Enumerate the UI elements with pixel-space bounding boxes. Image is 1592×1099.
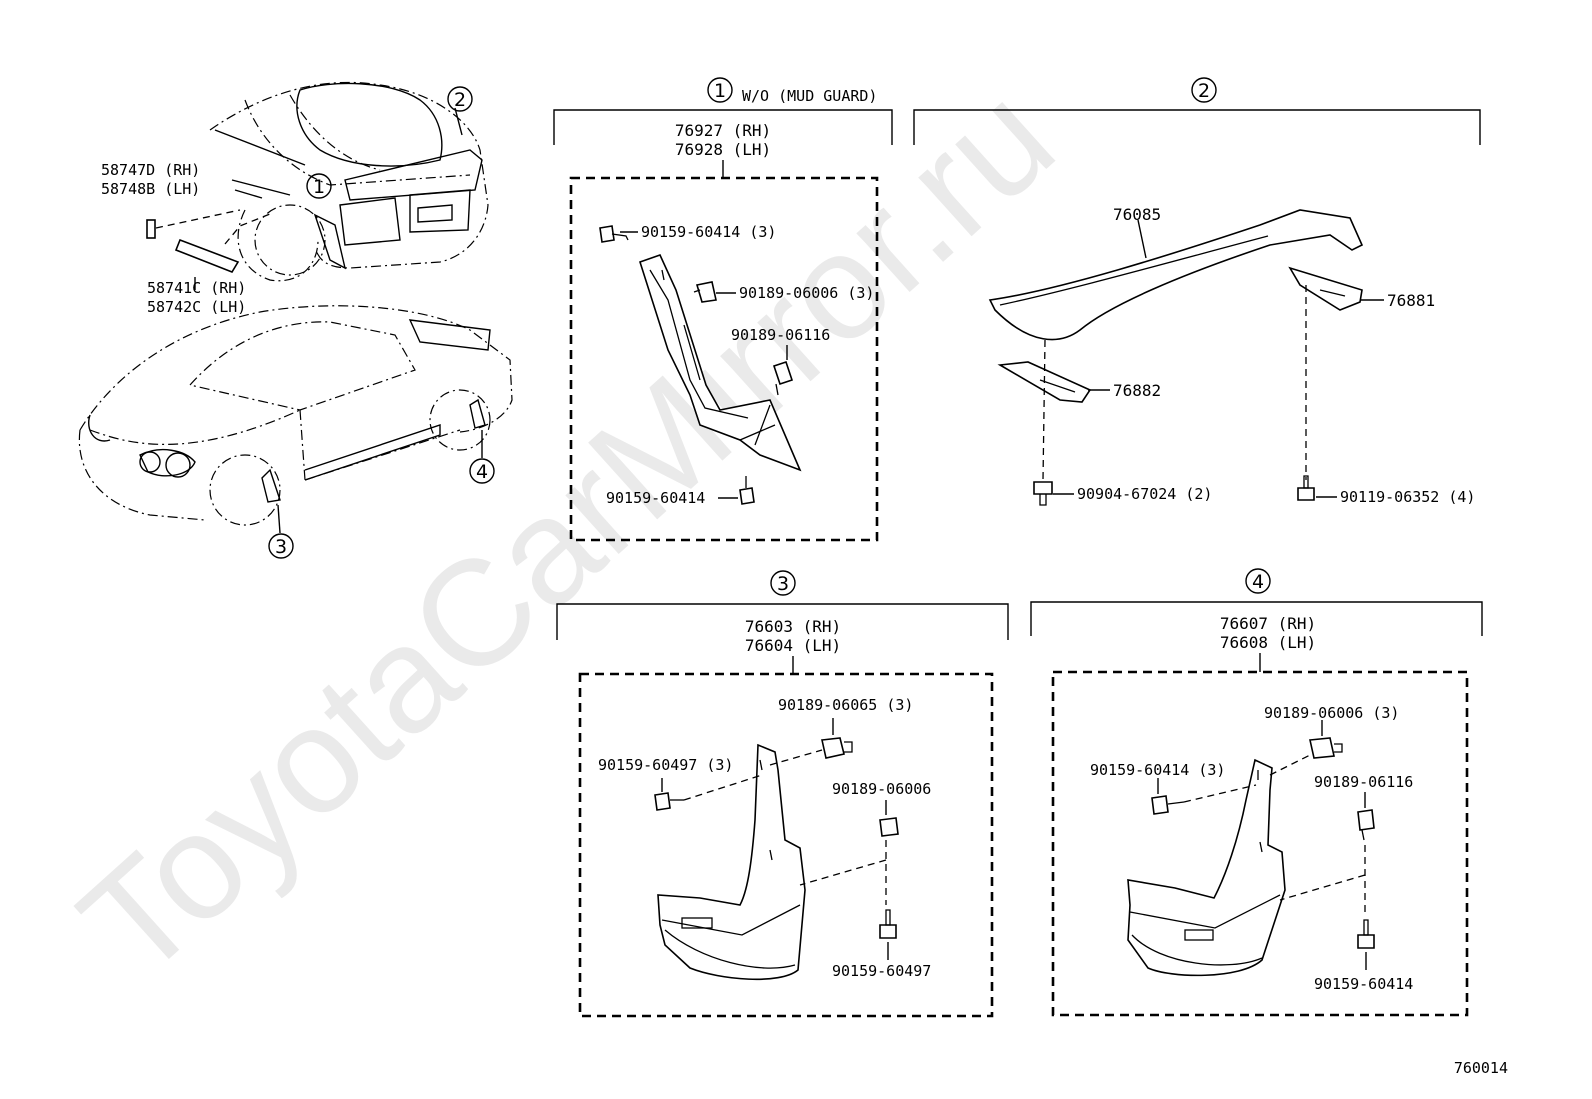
section-1-clip-a-label: 90189-06006 (3) bbox=[739, 284, 874, 302]
section-4-number: 4 bbox=[1252, 571, 1264, 593]
rocker-molding-part bbox=[174, 238, 240, 273]
section-3-screw-left-label: 90159-60497 (3) bbox=[598, 756, 733, 774]
section-3-clip-top-label: 90189-06065 (3) bbox=[778, 696, 913, 714]
section-3-clip-top-icon bbox=[821, 737, 853, 759]
section-3-clip-right-icon bbox=[879, 817, 899, 837]
mudguard-rear-part bbox=[1127, 758, 1286, 977]
section-2-bracket-lh-label: 76882 bbox=[1113, 381, 1161, 400]
section-3-screw-bottom-icon bbox=[879, 909, 897, 939]
clip-a-icon bbox=[693, 281, 717, 303]
bolt-icon bbox=[1297, 475, 1315, 501]
section-4-clip-right-icon bbox=[1357, 809, 1375, 841]
section-3-part-lh: 76604 (LH) bbox=[745, 636, 841, 655]
section-1-part-rh: 76927 (RH) bbox=[675, 121, 771, 140]
side-emblem-label-lh: 58748B (LH) bbox=[101, 180, 200, 198]
section-3: 3 76603 (RH) 76604 (LH) 90189-06065 (3) … bbox=[556, 570, 1009, 1018]
section-1: 1 W/O (MUD GUARD) 76927 (RH) 76928 (LH) … bbox=[553, 77, 893, 542]
section-3-number: 3 bbox=[777, 573, 789, 595]
section-4-screw-bottom-icon bbox=[1357, 919, 1375, 949]
nut-icon bbox=[1033, 481, 1053, 506]
clip-b-icon bbox=[772, 360, 794, 396]
fender-liner-part bbox=[639, 254, 802, 472]
side-emblem-part bbox=[146, 219, 156, 239]
rocker-molding-label-rh: 58741C (RH) bbox=[147, 279, 246, 297]
section-3-part-rh: 76603 (RH) bbox=[745, 617, 841, 636]
watermark-text: ToyotaCarMirror.ru bbox=[49, 53, 1084, 1009]
section-2-nut-label: 90904-67024 (2) bbox=[1077, 485, 1212, 503]
side-emblem-label-rh: 58747D (RH) bbox=[101, 161, 200, 179]
overview-callout-3: 3 bbox=[268, 533, 294, 559]
section-4: 4 76607 (RH) 76608 (LH) 90189-06006 (3) … bbox=[1030, 568, 1483, 1017]
section-1-title: W/O (MUD GUARD) bbox=[742, 87, 877, 105]
screw-top-icon bbox=[599, 225, 629, 243]
section-1-part-lh: 76928 (LH) bbox=[675, 140, 771, 159]
diagram-code: 760014 bbox=[1454, 1059, 1508, 1077]
section-4-clip-top-label: 90189-06006 (3) bbox=[1264, 704, 1399, 722]
section-4-part-lh: 76608 (LH) bbox=[1220, 633, 1316, 652]
rocker-molding-label-lh: 58742C (LH) bbox=[147, 298, 246, 316]
section-3-clip-right-label: 90189-06006 bbox=[832, 780, 931, 798]
overview-callout-1: 1 bbox=[306, 173, 332, 199]
rear-spoiler-part bbox=[988, 209, 1364, 341]
svg-text:2: 2 bbox=[454, 89, 466, 111]
overview-callout-4: 4 bbox=[469, 458, 495, 484]
svg-text:4: 4 bbox=[476, 461, 488, 483]
section-2-bracket-rh-label: 76881 bbox=[1387, 291, 1435, 310]
section-4-screw-left-label: 90159-60414 (3) bbox=[1090, 761, 1225, 779]
section-4-screw-left-icon bbox=[1151, 795, 1185, 815]
section-4-screw-bottom-label: 90159-60414 bbox=[1314, 975, 1413, 993]
front-car-view bbox=[78, 305, 513, 526]
section-1-clip-b-label: 90189-06116 bbox=[731, 326, 830, 344]
section-2-number: 2 bbox=[1198, 80, 1210, 102]
section-4-clip-top-icon bbox=[1309, 737, 1343, 759]
svg-text:3: 3 bbox=[275, 536, 287, 558]
section-1-group-box bbox=[569, 176, 879, 542]
svg-text:1: 1 bbox=[313, 176, 325, 198]
section-3-screw-left-icon bbox=[654, 792, 684, 811]
section-1-screw-bottom-label: 90159-60414 bbox=[606, 489, 705, 507]
section-2: 2 76085 76881 76882 90904-67024 (2) 9011… bbox=[913, 77, 1481, 506]
mudguard-front-part bbox=[657, 743, 806, 981]
section-3-screw-bottom-label: 90159-60497 bbox=[832, 962, 931, 980]
section-2-bolt-label: 90119-06352 (4) bbox=[1340, 488, 1475, 506]
bracket-rh-part bbox=[1288, 266, 1363, 311]
section-1-number: 1 bbox=[714, 80, 726, 102]
section-4-group-box bbox=[1051, 670, 1469, 1017]
section-4-part-rh: 76607 (RH) bbox=[1220, 614, 1316, 633]
section-4-clip-right-label: 90189-06116 bbox=[1314, 773, 1413, 791]
section-3-group-box bbox=[578, 672, 994, 1018]
rear-car-view bbox=[209, 81, 489, 282]
screw-bottom-icon bbox=[739, 476, 755, 505]
section-2-spoiler-label: 76085 bbox=[1113, 205, 1161, 224]
overview-callout-2: 2 bbox=[447, 86, 473, 112]
section-1-screw-top-label: 90159-60414 (3) bbox=[641, 223, 776, 241]
